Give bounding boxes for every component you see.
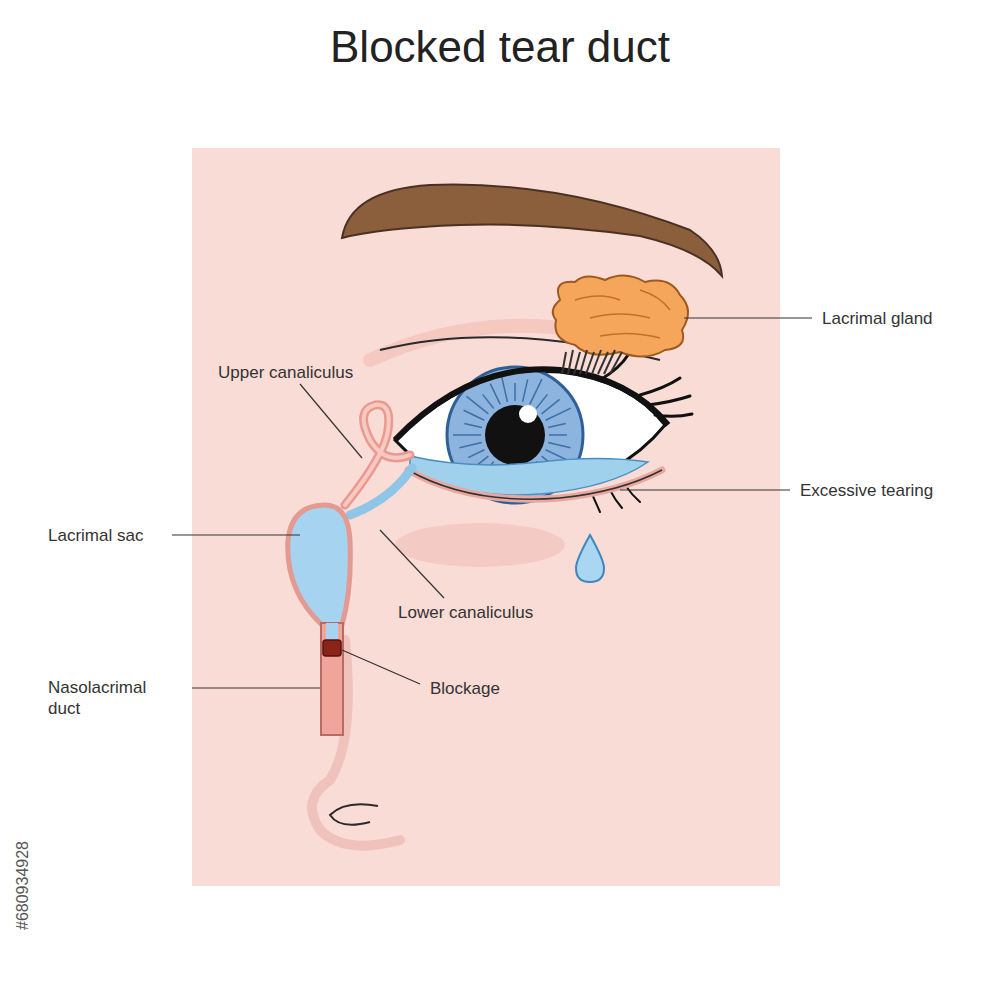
part-label: Blockage [430, 678, 500, 699]
highlight [519, 405, 537, 423]
blockage [323, 640, 341, 656]
part-label: Nasolacrimal duct [48, 677, 183, 719]
part-label: Lacrimal gland [822, 308, 933, 329]
lower-lid [408, 470, 662, 499]
leader-lines [172, 318, 812, 688]
lacrimal-gland [553, 275, 688, 356]
part-label: Upper canaliculus [218, 362, 353, 383]
lower-canaliculus [350, 468, 412, 515]
upper-lid [395, 369, 668, 440]
diagram-title: Blocked tear duct [0, 22, 1000, 72]
pupil [485, 405, 545, 465]
tear-drop [576, 535, 604, 582]
part-label: Lacrimal sac [48, 525, 143, 546]
part-label: Lower canaliculus [398, 602, 533, 623]
upper-canaliculus [345, 405, 410, 505]
gland-lobules [575, 290, 670, 338]
duct-fluid [326, 623, 338, 641]
lacrimal-sac [288, 505, 351, 625]
part-label: Excessive tearing [800, 480, 933, 501]
upper-canaliculus-lumen [345, 405, 410, 505]
watermark: #680934928 [14, 841, 32, 930]
panel [192, 148, 780, 886]
under-eye [395, 523, 565, 567]
nasolacrimal-duct [321, 623, 343, 735]
lashes [600, 355, 692, 416]
eyebrow [342, 185, 722, 276]
gland-ducts [562, 350, 622, 374]
nostril [330, 804, 378, 824]
lower-lid-edge [408, 470, 662, 499]
